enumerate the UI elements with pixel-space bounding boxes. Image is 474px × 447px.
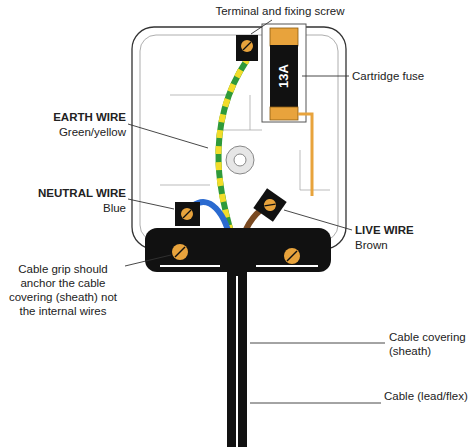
screw-slot: [287, 251, 297, 261]
neutral-terminal: [175, 202, 200, 226]
part-label: Cable (lead/flex): [384, 389, 470, 403]
screw-slot: [183, 210, 191, 218]
wire-label: EARTH WIRE: [18, 110, 126, 124]
fuse-holder: [262, 24, 306, 122]
fuse-live-strap: [298, 114, 312, 196]
wire-colour: Green/yellow: [18, 125, 126, 139]
part-label: Cartridge fuse: [352, 69, 467, 83]
wire-label: LIVE WIRE: [355, 223, 467, 237]
cable-highlight: [236, 276, 238, 447]
cable-grip: [145, 228, 331, 272]
wire-colour: Brown: [355, 238, 467, 252]
grip-screw: [172, 244, 188, 260]
grip-screw: [284, 248, 300, 264]
centre-screw-hole: [234, 154, 246, 166]
fuse-clip: [270, 28, 298, 46]
cartridge-fuse: [270, 45, 298, 107]
screw-slot: [175, 247, 185, 257]
part-label: Terminal and fixing screw: [200, 4, 360, 18]
wire-colour: Blue: [18, 201, 126, 215]
plug-inner-rim: [140, 35, 338, 241]
part-label: Cable covering (sheath): [389, 330, 471, 358]
leader-lines: [125, 20, 385, 403]
fuse-rating: 13A: [275, 46, 293, 106]
centre-screw-boss: [226, 146, 254, 174]
plug-body: [132, 27, 346, 249]
wire-label: NEUTRAL WIRE: [18, 186, 126, 200]
fuse-clip: [270, 107, 298, 120]
live-terminal: [253, 188, 286, 221]
grip-edge: [160, 265, 318, 267]
screw-slot: [243, 42, 251, 50]
terminal-screw: [181, 208, 193, 220]
cable-sheath: [227, 268, 247, 447]
terminal-screw: [241, 40, 253, 52]
note-label: Cable grip should anchor the cable cover…: [4, 262, 122, 318]
earth-terminal: [236, 35, 258, 61]
